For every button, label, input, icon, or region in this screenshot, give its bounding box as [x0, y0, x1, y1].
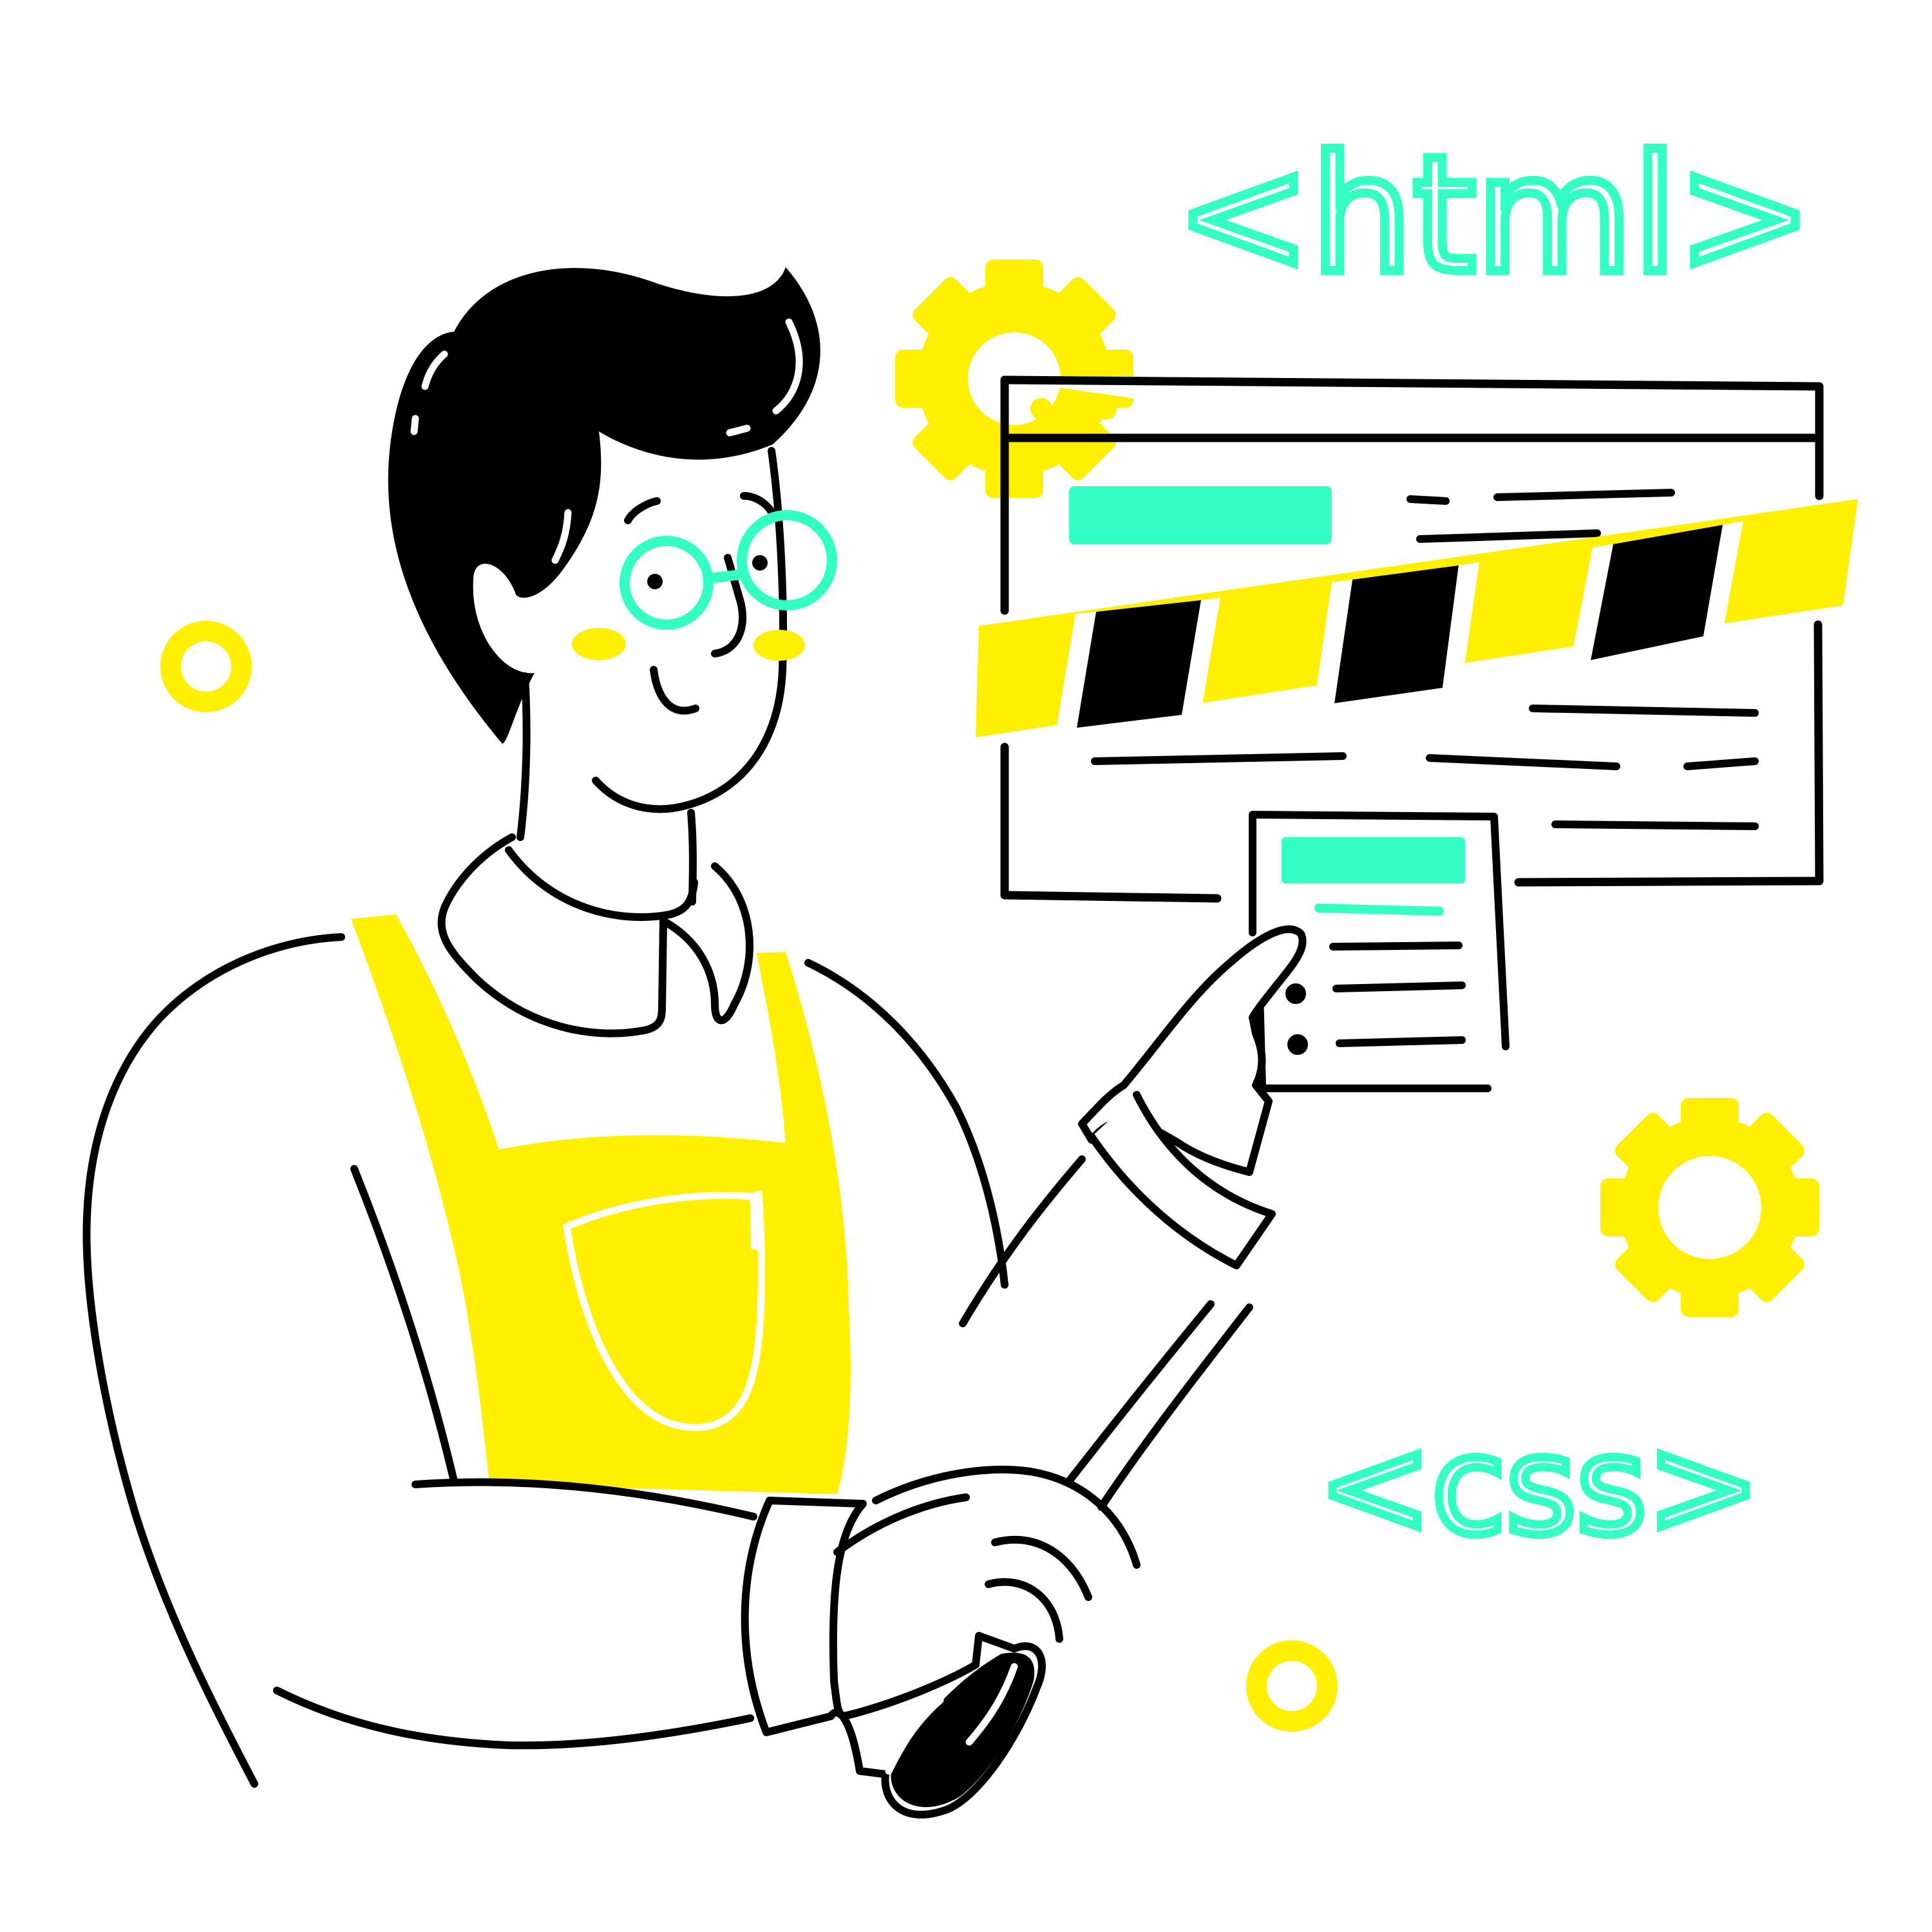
computer-mouse — [891, 1653, 1035, 1808]
css-tag-label: <css> — [1314, 1403, 1764, 1569]
apron-pocket — [562, 1191, 766, 1431]
header-block — [1069, 486, 1332, 544]
window-controls — [1030, 398, 1117, 420]
html-tag-text: <html> — [1176, 121, 1812, 308]
document-header-block — [1282, 837, 1465, 884]
glasses — [620, 510, 837, 630]
hair — [388, 267, 820, 744]
ring-icon — [160, 621, 252, 712]
browser-window-icon — [1000, 375, 1824, 903]
gear-icon — [1600, 1098, 1819, 1317]
css-tag-text: <css> — [1318, 1407, 1760, 1565]
apron — [351, 914, 851, 1494]
ring-icon — [1246, 1640, 1338, 1732]
caution-stripe-banner — [976, 499, 1858, 737]
person — [82, 267, 1307, 1819]
html-tag-label: <html> — [1171, 117, 1817, 313]
document-icon — [1249, 811, 1510, 1092]
